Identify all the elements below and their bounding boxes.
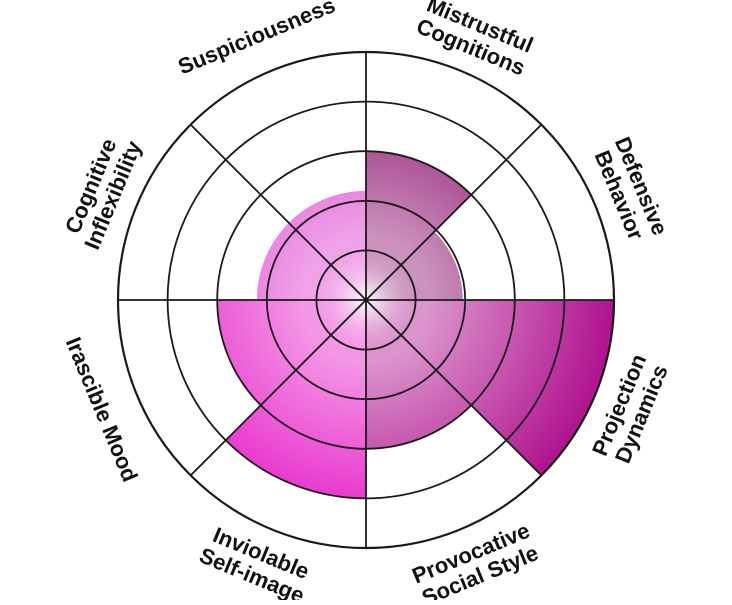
sector-projection-dynamics [366,300,614,476]
category-label-suspiciousness: Suspiciousness [174,0,338,79]
sector-provocative-social-style [366,300,472,449]
category-label-line: Suspiciousness [174,0,338,79]
grid-spoke-inner [365,299,402,336]
sector-defensive-behavior [366,231,463,300]
grid-layer [116,50,616,550]
grid-spoke [190,334,332,476]
grid-spoke [190,124,332,266]
sectors-layer [217,151,614,499]
category-label-line: Irascible Mood [61,334,143,486]
sector-cognitive-inflexibility [256,222,366,300]
grid-spoke [400,124,542,266]
grid-spoke-inner [330,299,367,336]
grid-spoke-inner [330,264,367,301]
sector-suspiciousness [288,190,366,300]
category-label-irascible-mood: Irascible Mood [61,334,143,486]
sector-irascible-mood [217,300,366,406]
grid-spoke-inner [365,264,402,301]
sector-mistrustful-cognitions [366,151,472,300]
grid-spoke [400,334,542,476]
sector-inviolable-self-image [225,300,366,499]
